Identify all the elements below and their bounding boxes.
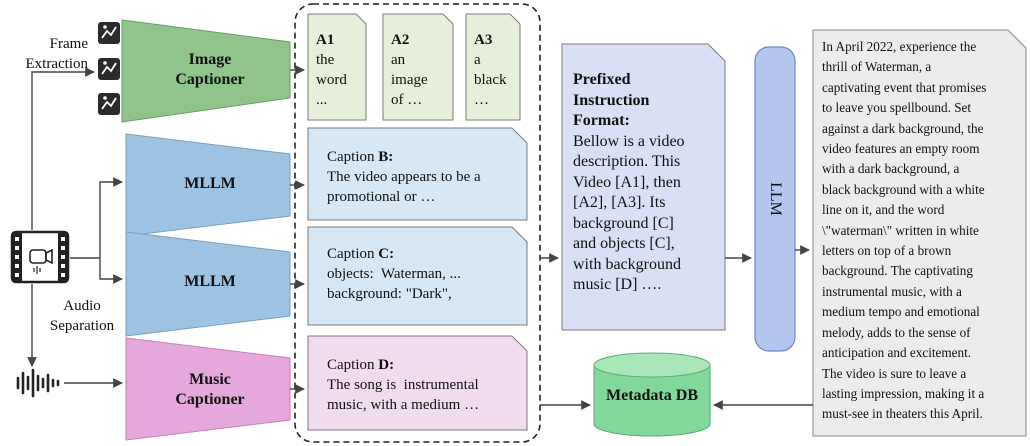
audio-separation-label: Audio Separation [49,298,115,334]
instruction-body: Bellow is a video description. This Vide… [573,132,685,294]
mllm-shape-2 [125,231,291,337]
frame-caption-a1: A1 the word ... [316,30,364,110]
frame-caption-text: an image of … [391,52,428,108]
mllm-shape-1 [125,133,291,237]
caption-c-prefix: Caption [327,246,379,262]
music-captioner-shape [125,337,291,441]
caption-d-shape [307,335,528,431]
caption-b-id: B: [378,149,394,165]
frame-caption-id: A1 [316,32,335,48]
caption-d-text: The song is instrumental music, with a m… [327,377,480,413]
frame-caption-a2-shape [382,13,454,121]
frame-caption-a2: A2 an image of … [391,30,451,110]
caption-c-shape [307,226,528,326]
frame-icon-3 [98,93,120,115]
frame-caption-id: A2 [391,32,410,48]
frame-extraction-label: Frame Extraction [25,36,88,72]
frame-caption-text: a black … [474,52,507,108]
image-captioner-label: Image Captioner [175,51,245,88]
caption-b-prefix: Caption [327,149,379,165]
metadata-db-label: Metadata DB [606,387,698,404]
metadata-db-shape [593,352,711,437]
llm-shape [754,46,796,352]
caption-d-prefix: Caption [327,357,379,373]
instruction-title: Prefixed Instruction Format: [573,71,650,129]
caption-b-shape [307,127,528,221]
caption-c-text: objects: Waterman, ... background: "Dark… [327,266,461,302]
output-text: In April 2022, experience the thrill of … [822,39,987,422]
captions-group-box [294,3,541,443]
caption-b-text: The video appears to be a promotional or… [327,169,481,205]
frame-caption-id: A3 [474,32,493,48]
frame-caption-text: the word ... [316,52,347,108]
frame-caption-a3-shape [465,13,521,121]
image-captioner-shape [121,19,291,123]
audio-waveform-icon [16,368,60,398]
frame-caption-a1-shape [307,13,367,121]
mllm-label-1: MLLM [184,175,236,192]
instruction-block: Prefixed Instruction Format: Bellow is a… [573,70,721,296]
arrow-video-to-mllm-1 [99,177,123,258]
frame-icon-1 [98,22,120,44]
music-captioner-label: Music Captioner [175,371,245,408]
caption-d-id: D: [378,357,395,373]
arrow-video-to-mllm-2 [99,258,123,284]
caption-d: Caption D: The song is instrumental musi… [327,355,523,415]
frame-caption-a3: A3 a black … [474,30,520,110]
video-icon [10,230,70,284]
mllm-label-2: MLLM [184,273,236,290]
caption-b: Caption B: The video appears to be a pro… [327,147,523,207]
caption-c-id: C: [378,246,395,262]
llm-label: LLM [767,182,784,216]
caption-c: Caption C: objects: Waterman, ... backgr… [327,244,523,304]
output-shape [812,29,1027,437]
frame-icon-2 [98,58,120,80]
arrow-video-to-frames [31,67,95,230]
instruction-shape [561,43,726,331]
